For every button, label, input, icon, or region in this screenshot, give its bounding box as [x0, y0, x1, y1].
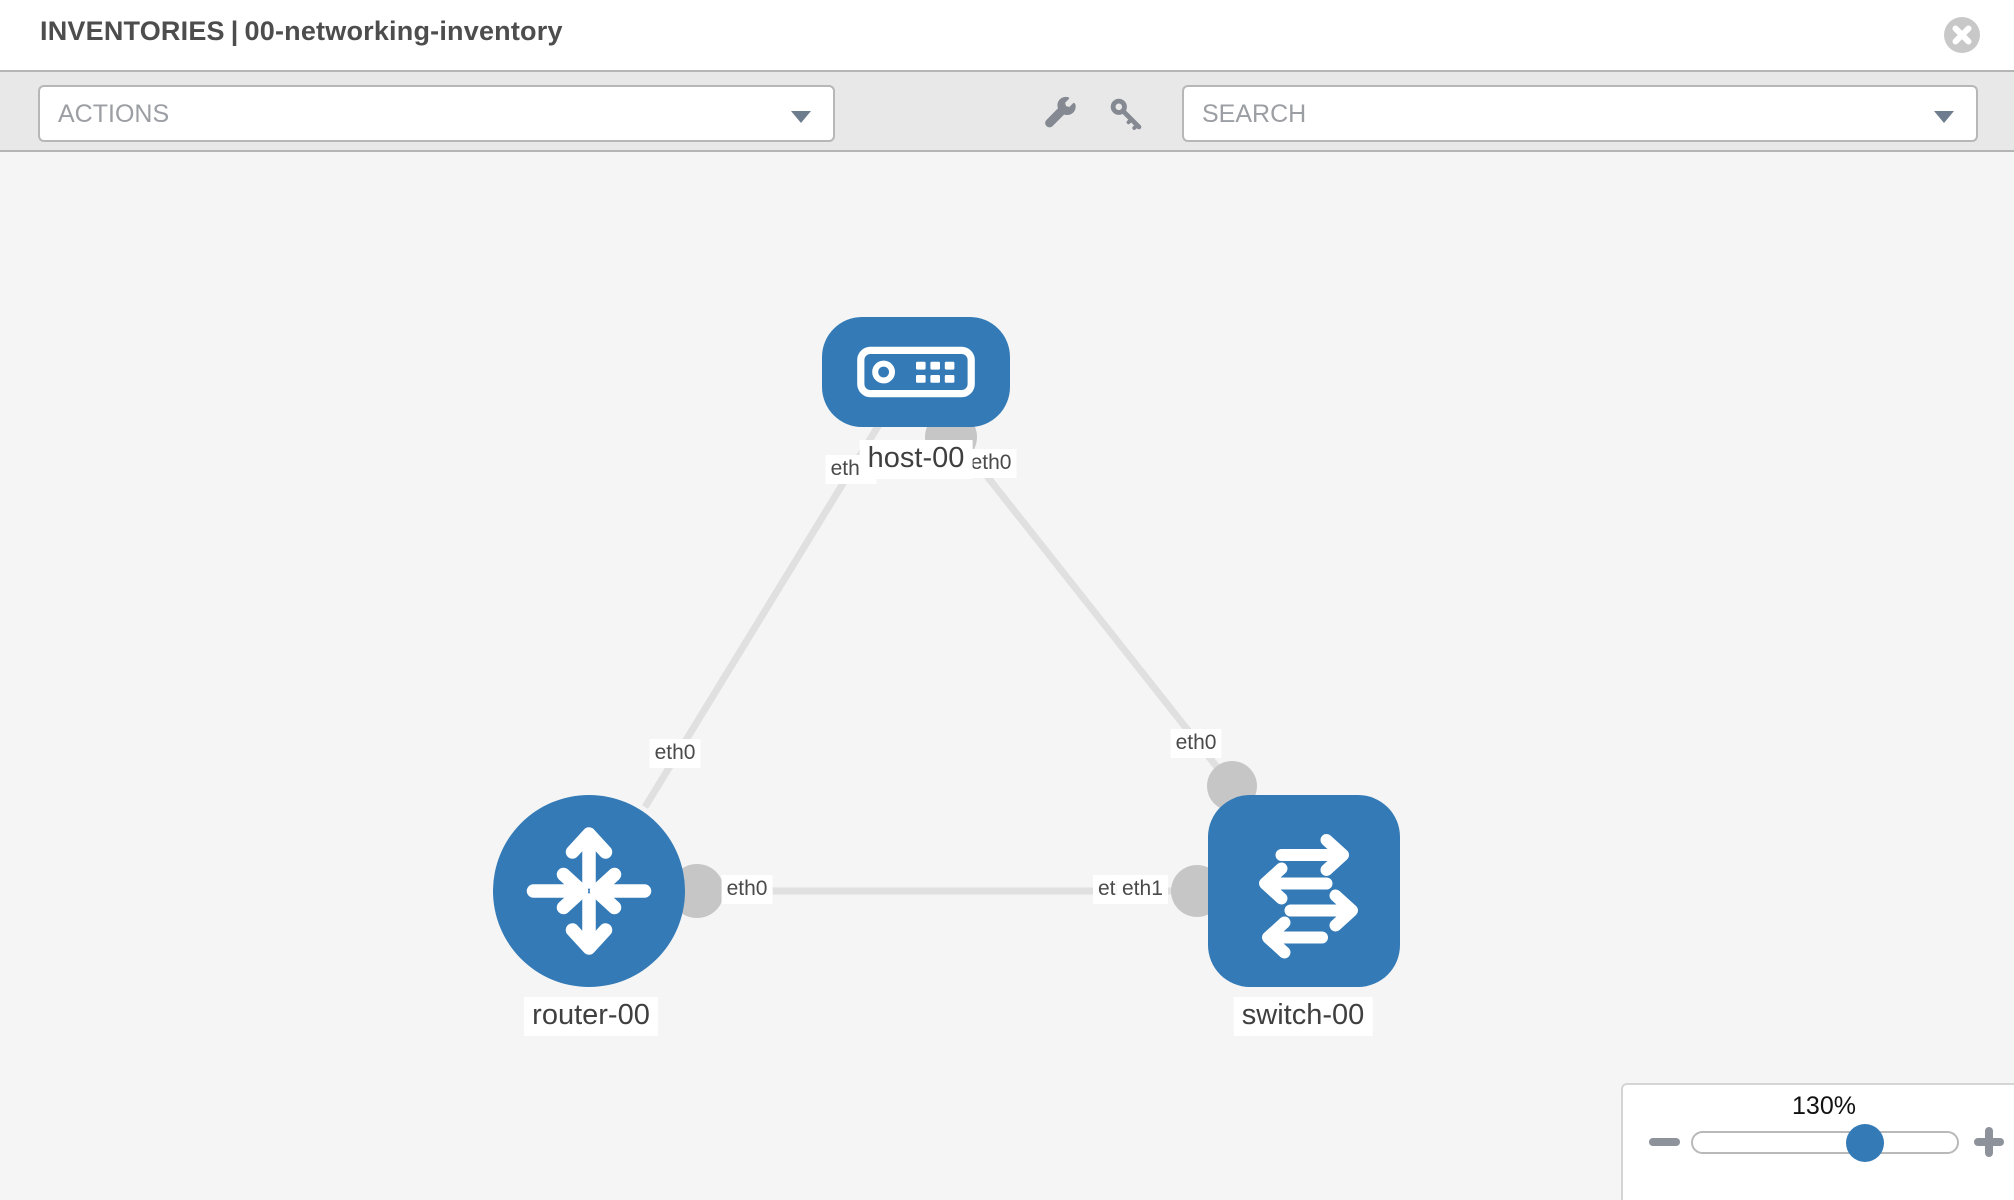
- search-dropdown[interactable]: SEARCH: [1182, 85, 1978, 142]
- zoom-panel: 130%: [1621, 1083, 2014, 1200]
- zoom-slider-knob[interactable]: [1846, 1124, 1884, 1162]
- node-router-00[interactable]: [493, 795, 685, 987]
- close-button[interactable]: [1943, 16, 1981, 54]
- credentials-button[interactable]: [1108, 96, 1144, 132]
- close-icon: [1944, 17, 1980, 53]
- interface-label-switch-left-eth1: eth1: [1117, 875, 1168, 904]
- router-arrows-icon: [526, 827, 652, 955]
- link-host-switch: [949, 429, 1235, 789]
- zoom-out-button[interactable]: [1649, 1138, 1680, 1146]
- chevron-down-icon: [791, 111, 811, 123]
- key-icon: [1110, 98, 1142, 130]
- topology-links: [642, 421, 1235, 895]
- chevron-down-icon: [1934, 111, 1954, 123]
- page-title-section: INVENTORIES: [40, 16, 225, 46]
- plus-icon: [1985, 1127, 1993, 1157]
- node-host-00[interactable]: [822, 317, 1010, 427]
- actions-dropdown[interactable]: ACTIONS: [38, 85, 835, 142]
- toolbar: ACTIONS SEARCH: [0, 70, 2014, 152]
- node-switch-00[interactable]: [1208, 795, 1400, 987]
- node-label-router: router-00: [524, 997, 658, 1036]
- zoom-slider-track[interactable]: [1691, 1131, 1959, 1154]
- tools-button[interactable]: [1042, 96, 1078, 132]
- zoom-level-value: 130%: [1792, 1092, 1856, 1120]
- interface-label-router-top: eth0: [649, 739, 701, 768]
- zoom-in-button[interactable]: [1972, 1125, 2006, 1159]
- host-device-icon: [857, 346, 975, 398]
- interface-label-router-right: eth0: [721, 875, 773, 904]
- header: INVENTORIES|00-networking-inventory: [0, 0, 2014, 70]
- page-title: INVENTORIES|00-networking-inventory: [40, 16, 563, 47]
- wrench-icon: [1045, 96, 1076, 128]
- node-label-host: host-00: [859, 440, 973, 479]
- actions-dropdown-label: ACTIONS: [58, 100, 170, 128]
- page-title-separator: |: [230, 16, 239, 46]
- interface-label-switch-top: eth0: [1170, 729, 1222, 758]
- topology-canvas[interactable]: eth0 eth0 eth0 eth0 eth0 eth0 eth1 host-…: [0, 152, 2014, 1200]
- inventory-name: 00-networking-inventory: [244, 16, 563, 46]
- interface-label-host-right: eth0: [965, 449, 1017, 478]
- search-dropdown-label: SEARCH: [1202, 100, 1307, 128]
- switch-arrows-icon: [1259, 834, 1358, 959]
- node-label-switch: switch-00: [1233, 997, 1373, 1036]
